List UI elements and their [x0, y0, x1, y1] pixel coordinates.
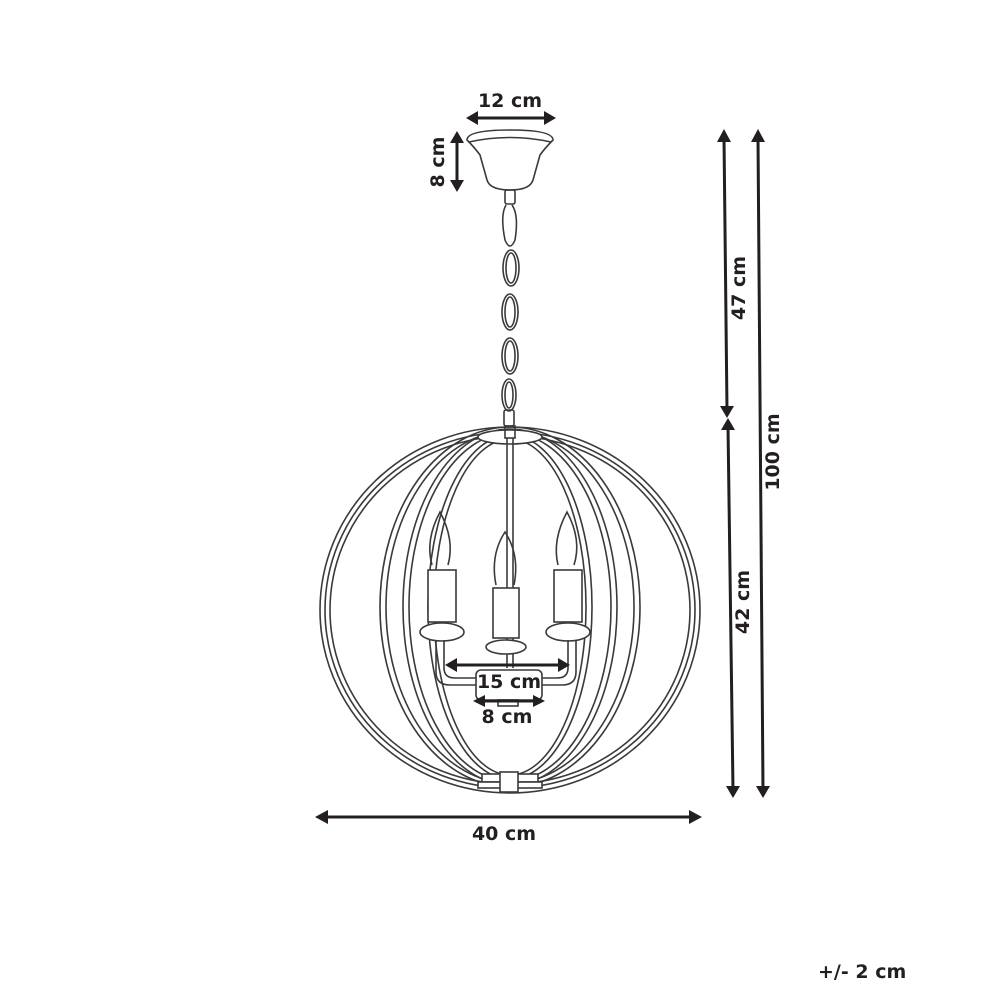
total-height-label: 100 cm	[762, 413, 784, 490]
arm-span-label: 15 cm	[477, 671, 541, 693]
dimension-canopy-width: 12 cm	[466, 90, 556, 125]
dimension-shade-width: 40 cm	[315, 810, 702, 845]
shade-width-label: 40 cm	[472, 823, 536, 845]
shade-height-label: 42 cm	[732, 570, 754, 634]
canopy-height-label: 8 cm	[427, 137, 449, 188]
dimension-chain-length: 47 cm	[717, 129, 750, 418]
base-width-label: 8 cm	[482, 706, 533, 728]
chain-length-label: 47 cm	[728, 256, 750, 320]
dimension-arm-span: 15 cm	[445, 658, 570, 693]
dimension-total-height: 100 cm	[751, 129, 784, 798]
chain	[501, 189, 520, 427]
canopy-width-label: 12 cm	[478, 90, 542, 112]
ceiling-canopy	[466, 129, 554, 191]
dimension-canopy-height: 8 cm	[427, 131, 464, 192]
tolerance-note: +/- 2 cm	[818, 961, 907, 983]
dimension-shade-height: 42 cm	[721, 418, 754, 798]
dimension-base-width: 8 cm	[473, 695, 545, 728]
